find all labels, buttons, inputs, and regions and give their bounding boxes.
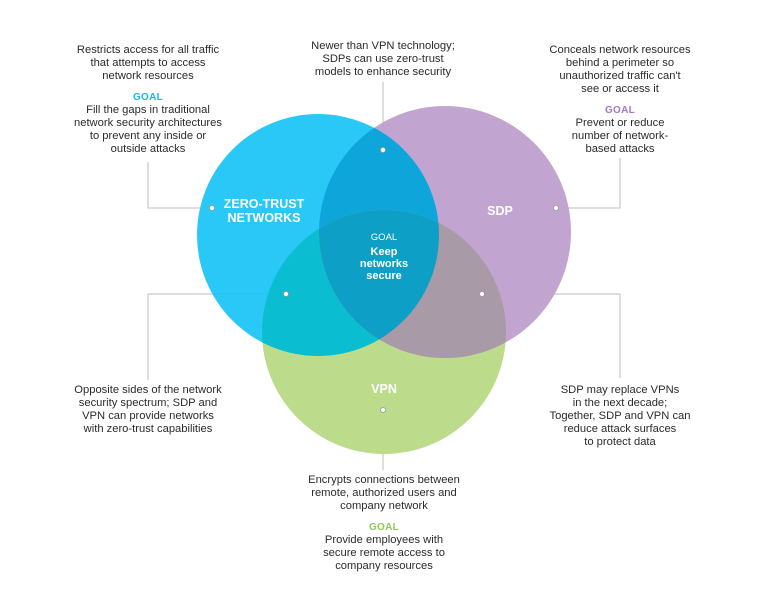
dot-zt-sdp — [380, 147, 386, 153]
note-sdp-goal-word: GOAL — [604, 105, 636, 116]
dot-sdp — [553, 205, 559, 211]
note-vpn-goal-word: GOAL — [368, 522, 400, 533]
note-vpn: Encrypts connections between remote, aut… — [284, 474, 484, 573]
note-zt-sdp: Newer than VPN technology; SDPs can use … — [294, 40, 472, 79]
note-zt-vpn-desc: Opposite sides of the network security s… — [74, 384, 222, 435]
note-zt-vpn: Opposite sides of the network security s… — [58, 384, 238, 436]
center-goal-text: Keep networks secure — [359, 246, 409, 282]
zero-trust-label: ZERO-TRUST NETWORKS — [223, 197, 305, 225]
note-zero-trust-goal-word: GOAL — [132, 92, 164, 103]
sdp-label: SDP — [487, 204, 513, 218]
dot-zt-vpn — [283, 291, 289, 297]
note-sdp-desc: Conceals network resources behind a peri… — [549, 44, 691, 95]
note-vpn-desc: Encrypts connections between remote, aut… — [308, 474, 460, 512]
connector-sdp — [556, 158, 621, 209]
note-sdp-goal: Prevent or reduce number of network- bas… — [571, 117, 669, 155]
center-goal: GOAL Keep networks secure — [346, 232, 422, 282]
note-zero-trust-goal: Fill the gaps in traditional network sec… — [74, 104, 222, 155]
note-vpn-goal: Provide employees with secure remote acc… — [323, 534, 445, 572]
center-goal-word: GOAL — [370, 232, 398, 243]
connector-zero-trust — [147, 162, 212, 209]
note-zero-trust-desc: Restricts access for all traffic that at… — [76, 44, 220, 82]
note-zt-sdp-desc: Newer than VPN technology; SDPs can use … — [311, 40, 455, 78]
note-sdp-vpn-desc: SDP may replace VPNs in the next decade;… — [549, 384, 691, 448]
note-sdp: Conceals network resources behind a peri… — [530, 44, 710, 156]
dot-sdp-vpn — [479, 291, 485, 297]
vpn-label: VPN — [371, 382, 397, 396]
note-sdp-vpn: SDP may replace VPNs in the next decade;… — [530, 384, 710, 449]
dot-vpn — [380, 407, 386, 413]
note-zero-trust: Restricts access for all traffic that at… — [58, 44, 238, 156]
dot-zero-trust — [209, 205, 215, 211]
